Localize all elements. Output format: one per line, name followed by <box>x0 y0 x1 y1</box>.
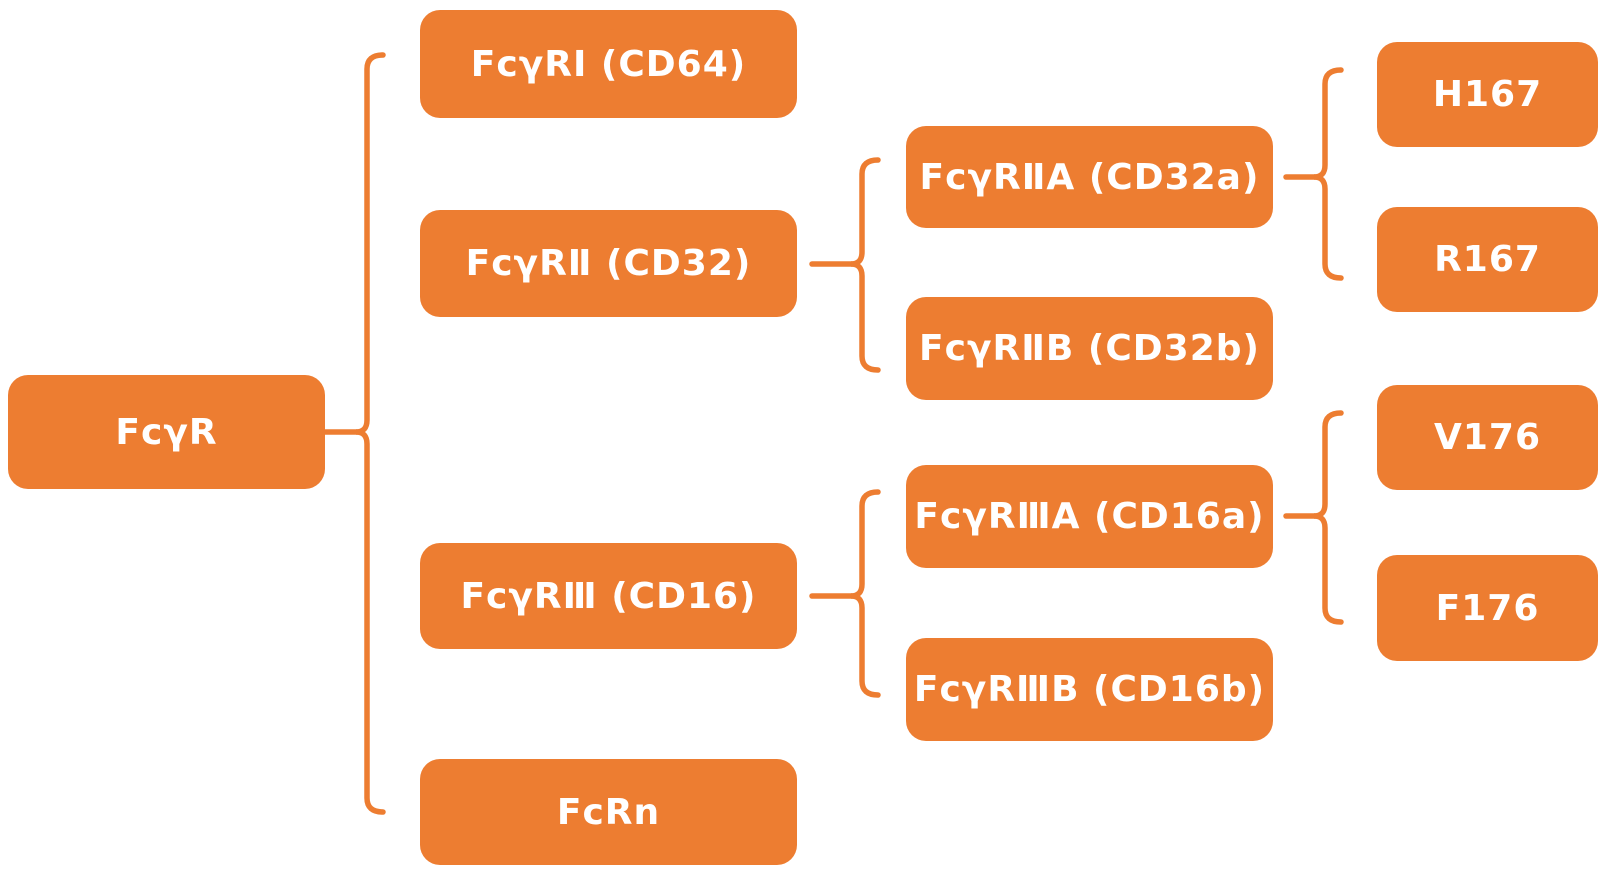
node-variant-v176: V176 <box>1377 385 1598 490</box>
brace-fcgr3a-variants <box>1313 410 1344 625</box>
connector-group <box>322 52 1344 815</box>
node-fcgr3-cd16: FcγRⅢ (CD16) <box>420 543 797 649</box>
node-label: H167 <box>1432 74 1543 115</box>
brace-fcgr2a-variants <box>1313 67 1344 281</box>
node-fcrn: FcRn <box>420 759 797 865</box>
node-label: V176 <box>1433 417 1541 458</box>
node-label: FcγRⅢA (CD16a) <box>914 496 1265 537</box>
node-fcgr1-cd64: FcγRⅠ (CD64) <box>420 10 797 118</box>
brace-fcgr2-children <box>850 157 881 373</box>
node-fcgr2b-cd32b: FcγRⅡB (CD32b) <box>906 297 1273 400</box>
node-label: FcγRⅡA (CD32a) <box>919 156 1260 198</box>
node-fcgr3a-cd16a: FcγRⅢA (CD16a) <box>906 465 1273 568</box>
node-fcgr2-cd32: FcγRⅡ (CD32) <box>420 210 797 317</box>
node-label: FcRn <box>556 791 661 833</box>
node-label: F176 <box>1435 587 1540 629</box>
node-label: FcγR <box>115 411 218 453</box>
node-fcgr-root: FcγR <box>8 375 325 489</box>
node-fcgr2a-cd32a: FcγRⅡA (CD32a) <box>906 126 1273 228</box>
node-variant-r167: R167 <box>1377 207 1598 312</box>
node-label: R167 <box>1434 239 1541 280</box>
node-label: FcγRⅡB (CD32b) <box>919 328 1260 369</box>
node-label: FcγRⅢ (CD16) <box>460 575 757 617</box>
node-label: FcγRⅢB (CD16b) <box>913 669 1266 710</box>
node-label: FcγRⅠ (CD64) <box>470 43 747 85</box>
node-label: FcγRⅡ (CD32) <box>465 243 752 284</box>
node-variant-h167: H167 <box>1377 42 1598 147</box>
brace-fcgr3-children <box>850 489 881 698</box>
brace-root-children <box>355 52 386 815</box>
node-fcgr3b-cd16b: FcγRⅢB (CD16b) <box>906 638 1273 741</box>
node-variant-f176: F176 <box>1377 555 1598 661</box>
